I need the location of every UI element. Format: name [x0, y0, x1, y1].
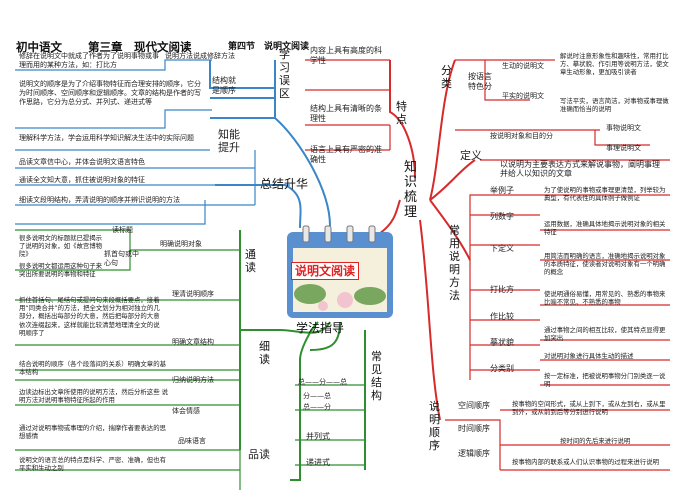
subject-title: 初中语文 [16, 40, 62, 54]
method-numbers-desc: 运用数据，准确具体地揭示说明对象的相关特征 [544, 220, 666, 237]
order-space-desc: 按事物的空间形式，或从上到下，或从左到右，或从里到外，或从前到后等分别进行说明 [512, 400, 666, 417]
method-classify-desc: 按一定标准，把被说明事物分门别类逐一说明 [544, 372, 666, 389]
vivid-type: 生动的说明文 [502, 62, 544, 70]
classification-label: 分类 [441, 64, 452, 90]
ability-item-2: 品读文章信中心，并体会说明文语言特色 [19, 158, 145, 166]
taste-reading: 品读 [248, 448, 270, 461]
branch-method: 学法指导 [296, 321, 345, 335]
grasp-first-sentence: 抓首句或中心句 [104, 250, 139, 267]
by-language: 按语言特色分 [468, 72, 492, 91]
vivid-desc: 解说时注意形象性和趣味性，常用打比方、摹状貌、作引用等说明方法，使文章生动形象，… [560, 52, 669, 77]
method-numbers: 列数字 [490, 212, 514, 221]
chapter-title: 第三章 现代文阅读 [88, 40, 192, 54]
method-example: 举例子 [490, 186, 514, 195]
plain-desc: 写法平实，语言简洁，对事物或事理做准确而恰当的说明 [560, 97, 669, 114]
feature-precise: 语言上具有严密的准确性 [310, 145, 382, 164]
misconception-label-rhetoric: 说明方法说成修辞方法 [165, 52, 235, 60]
structure-parallel: 并列式 [306, 432, 330, 441]
center-title: 说明文阅读 [291, 262, 360, 280]
by-object: 按说明对象和目的分 [490, 132, 553, 140]
method-describe: 摹状貌 [490, 338, 514, 347]
method-compare-desc: 通过事物之间的相互比较，使其特点显得更加突出 [544, 326, 666, 343]
detail-reading: 细读 [259, 340, 270, 366]
savor-language: 品味语言 [178, 437, 206, 445]
method-example-desc: 为了使说明的事物或事理更清楚，列举较为典型，有代表性的具体例子做例证 [544, 186, 666, 203]
branch-knowledge: 知识梳理 [404, 160, 418, 220]
order-label: 说明顺序 [429, 400, 440, 452]
order-time-desc: 按时间的先后来进行说明 [560, 437, 631, 445]
plain-type: 平实的说明文 [502, 92, 544, 100]
feeling-desc: 通过对说明事物或事理的介绍，揣摩作者要表达的思想感情 [19, 424, 166, 441]
structure-clarify-desc: 结合说明的顺序（各个段落间的关系）明确文章的基本结构 [19, 360, 166, 377]
study-misconceptions: 学习误区 [279, 48, 290, 100]
method-define: 下定义 [490, 244, 514, 253]
clarify-structure: 明确文章结构 [172, 338, 214, 346]
summarize-desc: 边读边标出文章所使用的说明方法，然后分析这些 说明方法对说明事物特征所起的作用 [19, 388, 169, 405]
order-time: 时间顺序 [458, 424, 490, 433]
obj-desc-1: 很多说明文的标题就已提揭示了说明的对象，如《故宫博物院》 [19, 234, 103, 259]
order-space: 空间顺序 [458, 401, 490, 410]
definition-label: 定义 [460, 149, 482, 162]
methods-label: 常用说明方法 [449, 224, 460, 302]
features-label: 特点 [396, 100, 407, 126]
ability-item-1: 理解科学方法，学会运用科学知识解决生活中的实际问题 [19, 134, 194, 142]
order-logic: 逻辑顺序 [458, 449, 490, 458]
feature-scientific: 内容上具有高度的科学性 [310, 46, 382, 65]
feature-orderly: 结构上具有清晰的条理性 [310, 104, 382, 123]
method-describe-desc: 对说明对象进行具体生动的描述 [544, 352, 634, 360]
ability-improvement: 知能提升 [218, 128, 240, 154]
obj-desc-2: 很多说明文都运用这种句子来突出所要说明的事物和特征 [19, 262, 103, 279]
general-reading: 通读 [245, 248, 256, 274]
order-clarify-desc: 抓住首括句、尾结句或提问句来段概括要点，接着用“同类合并”的方法，把全文划分为相… [19, 296, 160, 337]
misconception-desc-rhetoric: 修辞在说明文中就成了作者为了说明事物或事理而用的某种方法，如：打比方 [19, 52, 159, 69]
language-desc: 说明文的语言总的特点是科学、严密、准确，但也有平实和生动之别 [19, 456, 166, 473]
thing-type: 事物说明文 [606, 124, 641, 132]
method-define-desc: 用简洁而明确的语言，准确地揭示说明对象的本质特征，使读者对说明对象有一个明确的概… [544, 252, 666, 277]
misconception-desc-structure: 说明文的顺序是为了介绍事物特征而合理安排的顺序，它分为时间顺序、空间顺序和逻辑顺… [19, 80, 201, 106]
structure-label: 常见结构 [371, 350, 382, 402]
read-title: 读标题 [112, 226, 133, 234]
structure-st: 分——总 [303, 392, 331, 400]
definition-text: 以说明为主要表达方式来解说事物，阐明事理并给人以知识的文章 [500, 160, 660, 178]
structure-ts: 总——分 [303, 403, 331, 411]
misconception-label-structure: 结构就是顺序 [212, 76, 236, 95]
reason-type: 事理说明文 [606, 144, 641, 152]
structure-progressive: 递进式 [306, 458, 330, 467]
method-metaphor: 打比方 [490, 285, 514, 294]
ability-item-4: 细读文段明结构，弄清说明的顺序并辨识说明的方法 [19, 196, 180, 204]
clarify-order: 理清说明顺序 [172, 290, 214, 298]
order-logic-desc: 按事物内部的联系或人们认识事物的过程来进行说明 [512, 458, 659, 466]
structure-tst: 总——分——总 [298, 378, 347, 386]
branch-summary: 总结升华 [260, 177, 309, 191]
clarify-object: 明确说明对象 [160, 240, 202, 248]
method-classify: 分类别 [490, 364, 514, 373]
section-title: 第四节 说明文阅读 [228, 42, 310, 52]
method-compare: 作比较 [490, 312, 514, 321]
summarize-methods: 归纳说明方法 [172, 376, 214, 384]
method-metaphor-desc: 使说明通俗易懂，用常见的、熟悉的事物来比喻不常见、不熟悉的事物 [544, 290, 666, 307]
feel-emotion: 体会情感 [172, 407, 200, 415]
ability-item-3: 通读全文知大意，抓住被说明对象的特征 [19, 176, 145, 184]
